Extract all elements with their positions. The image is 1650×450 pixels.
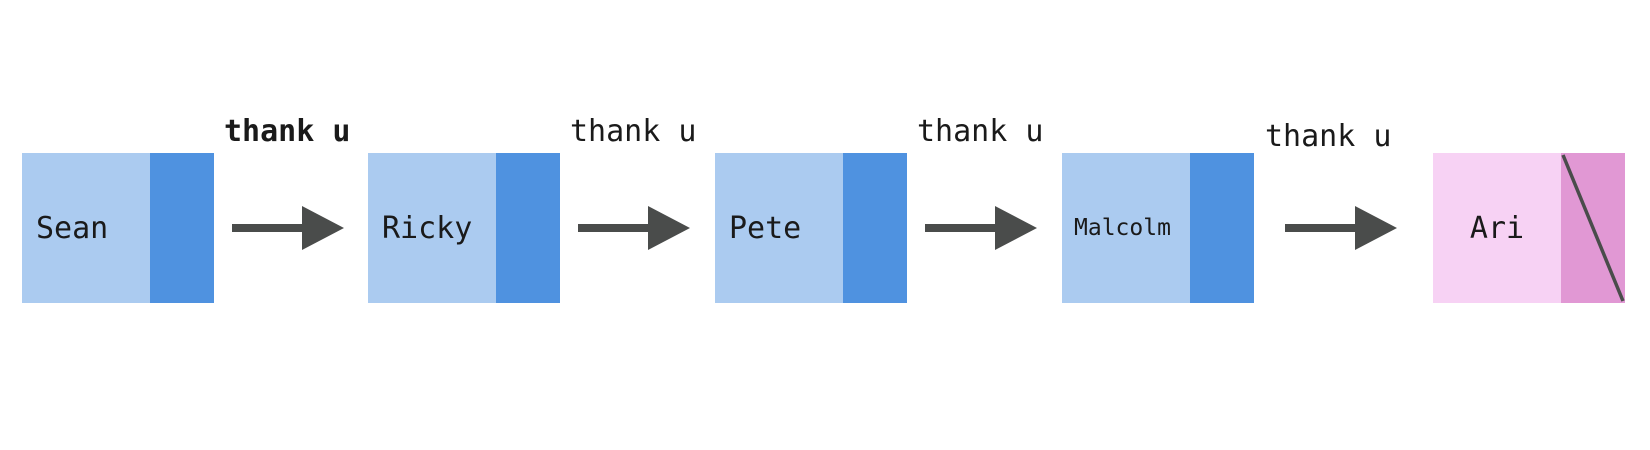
node-data-cell: Ari <box>1433 153 1561 303</box>
node-label: Malcolm <box>1074 215 1171 241</box>
edge-label: thank u <box>1265 119 1392 154</box>
node-next-pointer <box>496 153 560 303</box>
arrow-right-icon <box>925 206 1037 250</box>
list-node-ricky: Ricky <box>368 153 560 303</box>
node-data-cell: Ricky <box>368 153 496 303</box>
node-data-cell: Malcolm <box>1062 153 1190 303</box>
node-next-pointer <box>1190 153 1254 303</box>
node-label: Ari <box>1469 210 1525 246</box>
edge-label: thank u <box>224 114 351 149</box>
list-node-ari: Ari <box>1433 153 1625 303</box>
node-label: Pete <box>729 210 802 246</box>
list-node-sean: Sean <box>22 153 214 303</box>
arrow-right-icon <box>1285 206 1397 250</box>
edge-label: thank u <box>570 114 697 149</box>
node-data-cell: Sean <box>22 153 150 303</box>
list-node-malcolm: Malcolm <box>1062 153 1254 303</box>
node-next-pointer <box>1561 153 1625 303</box>
arrow-right-icon <box>578 206 690 250</box>
null-slash-icon <box>1561 154 1625 302</box>
edge-label: thank u <box>917 114 1044 149</box>
node-label: Ricky <box>382 210 473 246</box>
arrow-right-icon <box>232 206 344 250</box>
node-next-pointer <box>150 153 214 303</box>
node-next-pointer <box>843 153 907 303</box>
node-data-cell: Pete <box>715 153 843 303</box>
node-label: Sean <box>36 210 109 246</box>
list-node-pete: Pete <box>715 153 907 303</box>
